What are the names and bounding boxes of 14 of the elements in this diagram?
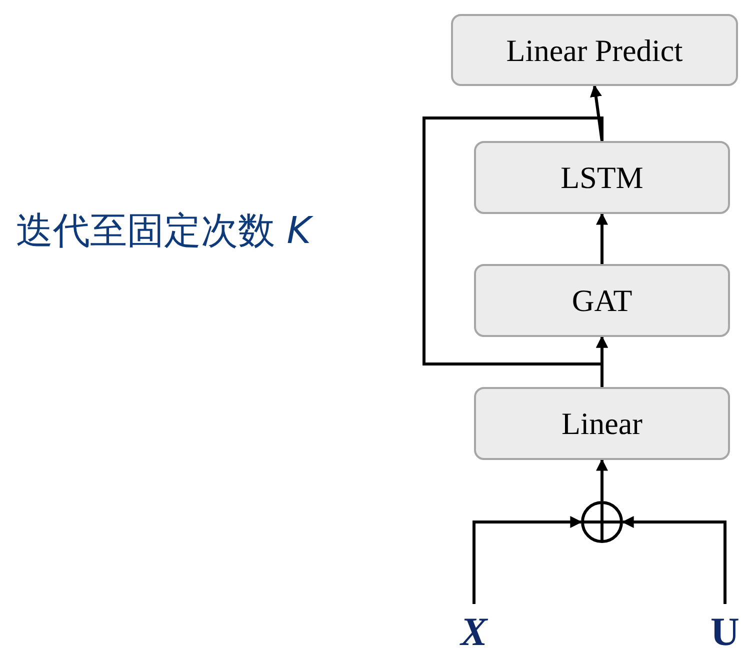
layer-box: GAT [474, 264, 730, 337]
arrow [472, 516, 582, 604]
arrow [422, 116, 608, 366]
arrow [596, 212, 608, 264]
layer-box: LSTM [474, 141, 730, 214]
input-variable: X [454, 604, 494, 652]
layer-box: Linear [474, 387, 730, 460]
input-variable: U [710, 604, 740, 652]
sum-symbol [581, 501, 623, 543]
arrow [596, 458, 608, 501]
iteration-note: 迭代至固定次数 K [16, 212, 312, 249]
layer-box: Linear Predict [451, 14, 738, 86]
arrow [590, 84, 604, 142]
arrow [622, 516, 726, 604]
